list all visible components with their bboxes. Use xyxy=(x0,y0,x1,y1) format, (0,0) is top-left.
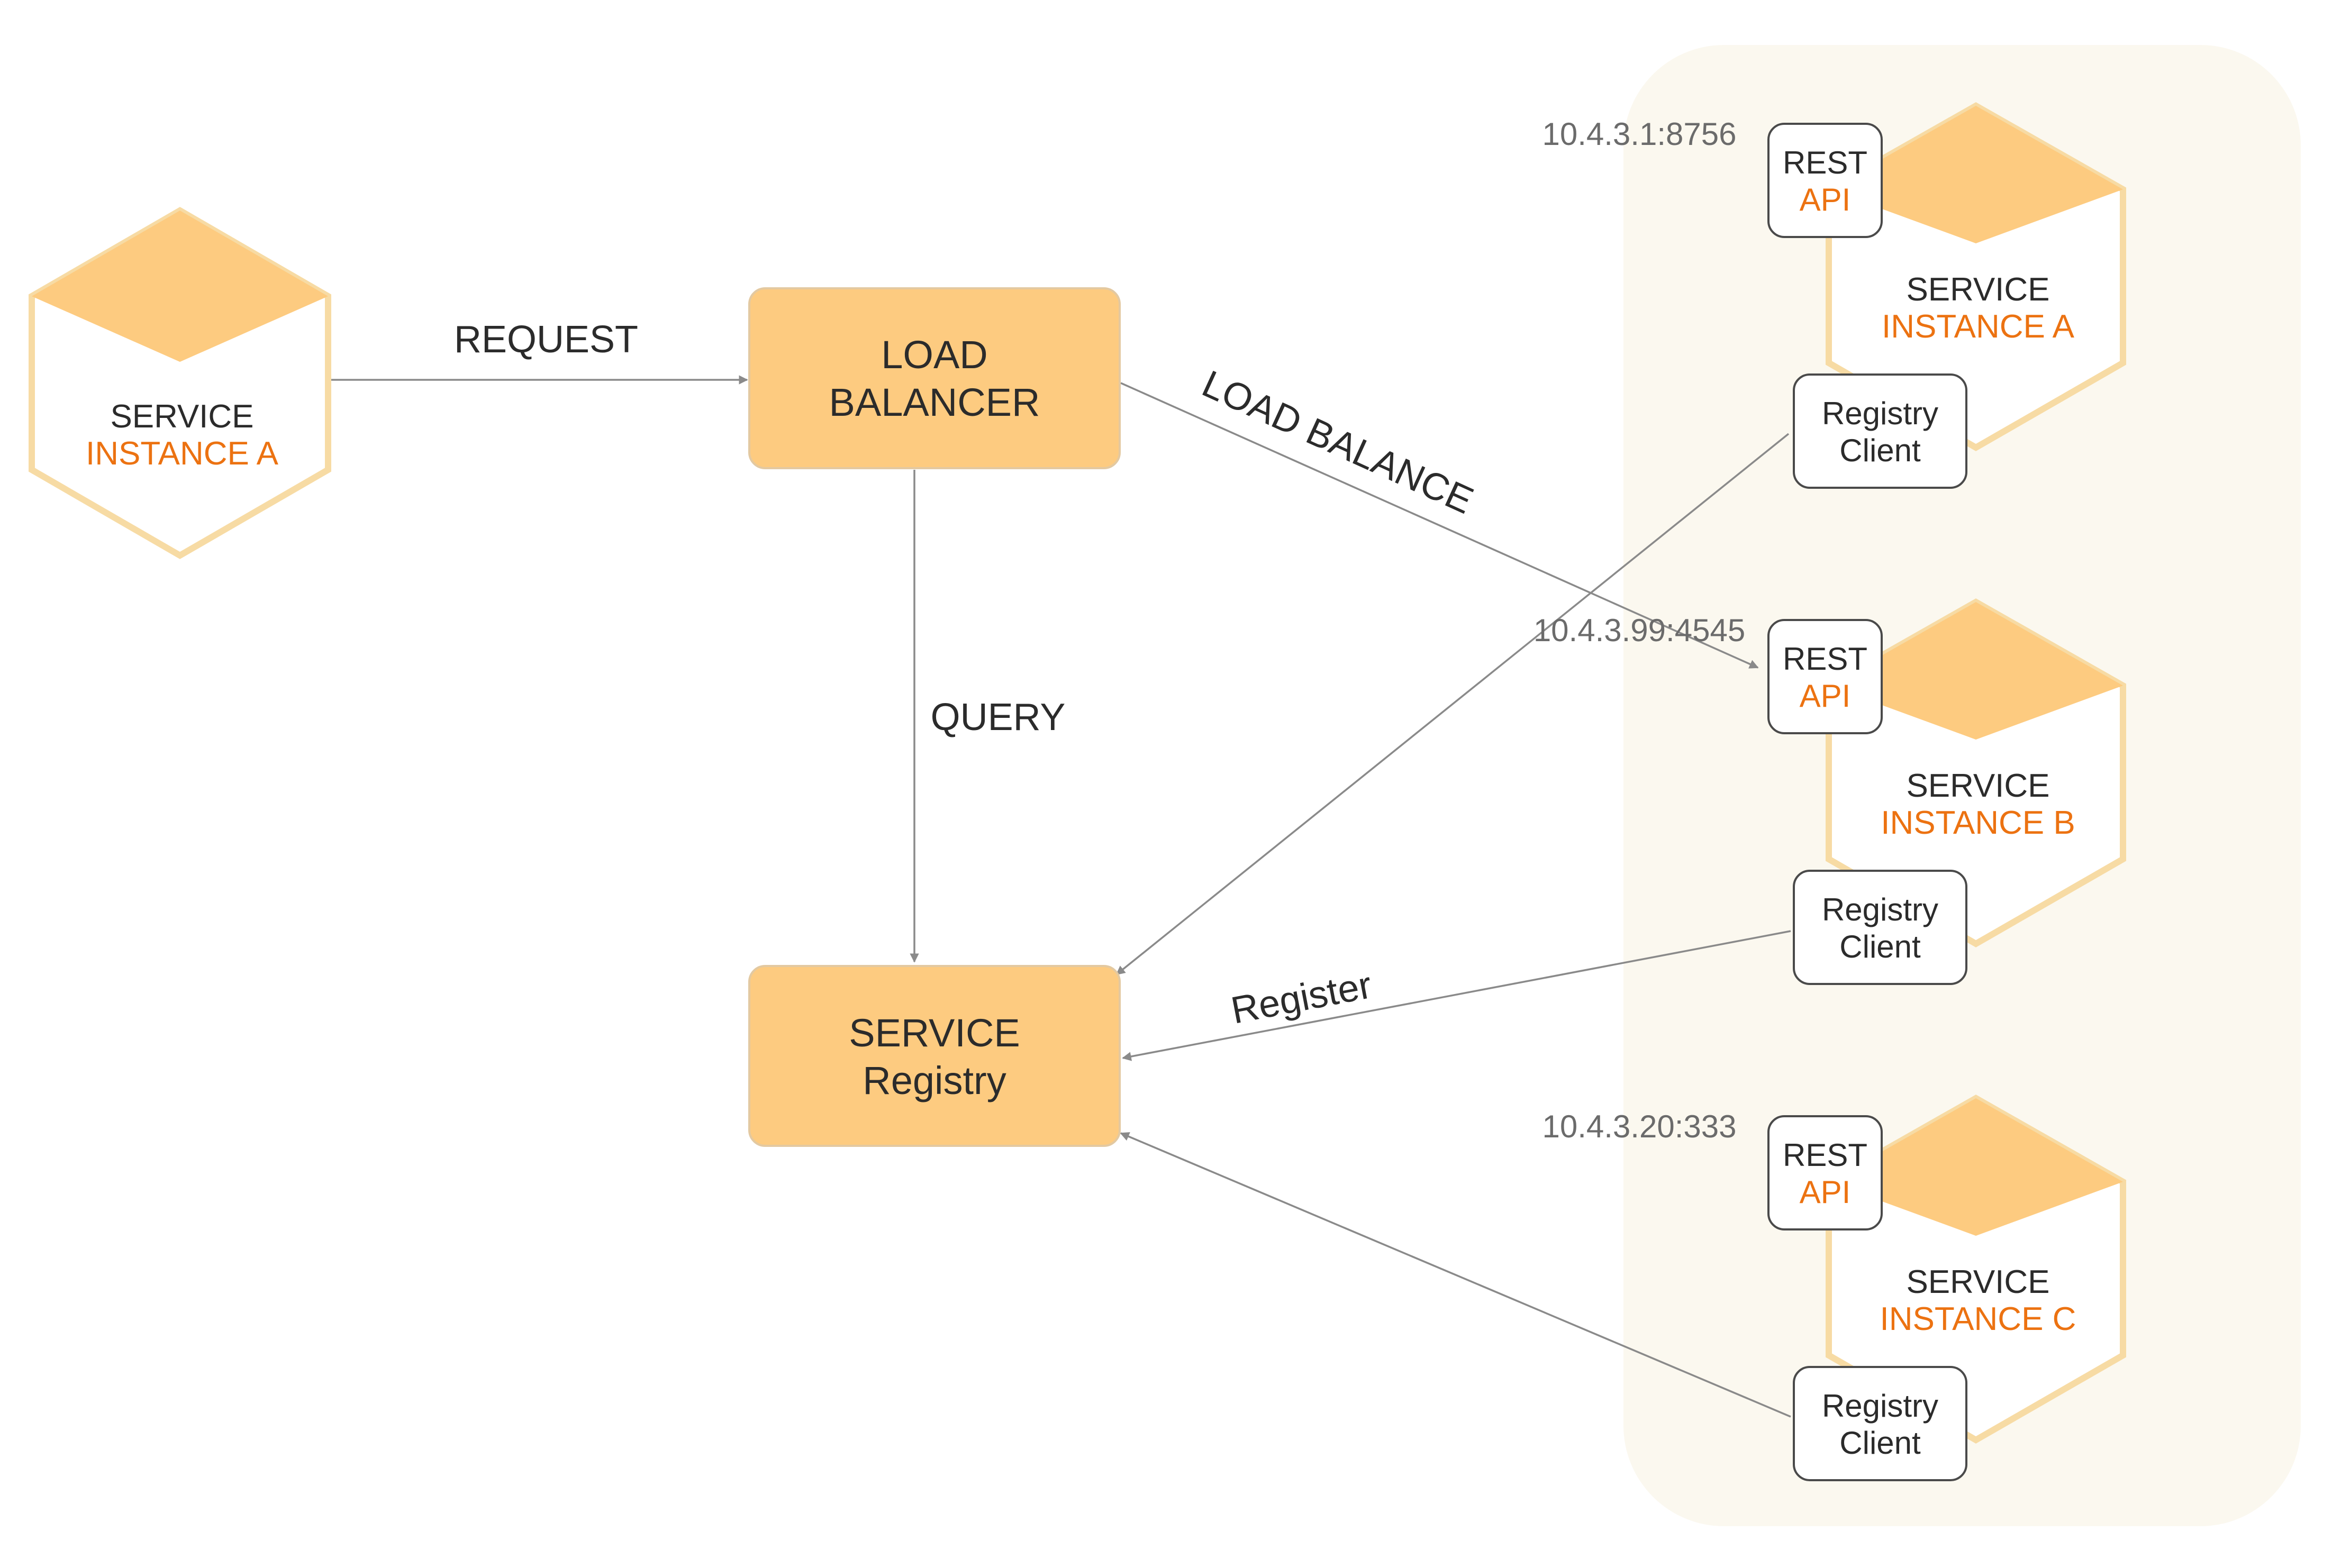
instance-service-label: SERVICE xyxy=(1906,1264,2049,1300)
rest-api-label-line2: API xyxy=(1800,1174,1851,1210)
registry-client-box xyxy=(1793,870,1967,985)
instance-service-label: SERVICE xyxy=(1906,768,2049,804)
registry-client-label-line2: Client xyxy=(1839,1425,1921,1461)
rest-api-box xyxy=(1767,1115,1883,1230)
instance-service-label: SERVICE xyxy=(1906,271,2049,308)
load-balancer-rect xyxy=(748,287,1121,469)
instance-name-label: INSTANCE C xyxy=(1880,1301,2076,1337)
instance-address-label: 10.4.3.20:333 xyxy=(1542,1109,1736,1144)
load-balance-label: LOAD BALANCE xyxy=(1196,362,1480,522)
registry-client-label-line2: Client xyxy=(1839,929,1921,964)
instance-address-label: 10.4.3.99:4545 xyxy=(1534,613,1745,648)
client-service-hexagon: SERVICE INSTANCE A xyxy=(29,207,331,559)
registry-client-label-line1: Registry xyxy=(1822,1388,1938,1424)
rest-api-box xyxy=(1767,123,1883,238)
register-label: Register xyxy=(1228,964,1375,1032)
service-registry-rect xyxy=(748,965,1121,1147)
instance-hexagon-cap xyxy=(1829,1098,2123,1236)
service-registry-label-line1: SERVICE xyxy=(849,1011,1020,1055)
registry-client-label-line2: Client xyxy=(1839,433,1921,468)
rest-api-label-line1: REST xyxy=(1783,1137,1867,1173)
request-label: REQUEST xyxy=(454,318,638,361)
register-arrow-instance-b xyxy=(1122,930,1791,1061)
load-balancer-label-line2: BALANCER xyxy=(829,380,1040,424)
service-registry-label-line2: Registry xyxy=(863,1059,1006,1102)
rest-api-box xyxy=(1767,619,1883,734)
query-label: QUERY xyxy=(931,696,1066,739)
instance-address-label: 10.4.3.1:8756 xyxy=(1542,116,1736,152)
client-instance-label: INSTANCE A xyxy=(86,435,279,472)
load-balance-arrow xyxy=(1120,382,1759,669)
client-service-label: SERVICE xyxy=(110,398,253,435)
rest-api-label-line2: API xyxy=(1800,678,1851,714)
rest-api-label-line1: REST xyxy=(1783,145,1867,180)
load-balancer-box: LOAD BALANCER xyxy=(748,287,1121,469)
rest-api-label-line1: REST xyxy=(1783,641,1867,677)
instance-hexagon-cap xyxy=(1829,602,2123,740)
registry-client-box xyxy=(1793,373,1967,489)
rest-api-label-line2: API xyxy=(1800,182,1851,217)
client-hexagon-cap xyxy=(32,211,328,362)
registry-client-label-line1: Registry xyxy=(1822,396,1938,431)
instance-hexagon-cap xyxy=(1829,106,2123,243)
register-arrow-instance-c xyxy=(1120,1132,1791,1418)
registry-client-box xyxy=(1793,1366,1967,1481)
load-balancer-label-line1: LOAD xyxy=(881,333,988,377)
registry-client-label-line1: Registry xyxy=(1822,892,1938,927)
instance-name-label: INSTANCE B xyxy=(1881,805,2075,841)
instance-name-label: INSTANCE A xyxy=(1882,308,2075,345)
register-arrow-instance-a xyxy=(1115,433,1790,976)
service-registry-box: SERVICE Registry xyxy=(748,965,1121,1147)
